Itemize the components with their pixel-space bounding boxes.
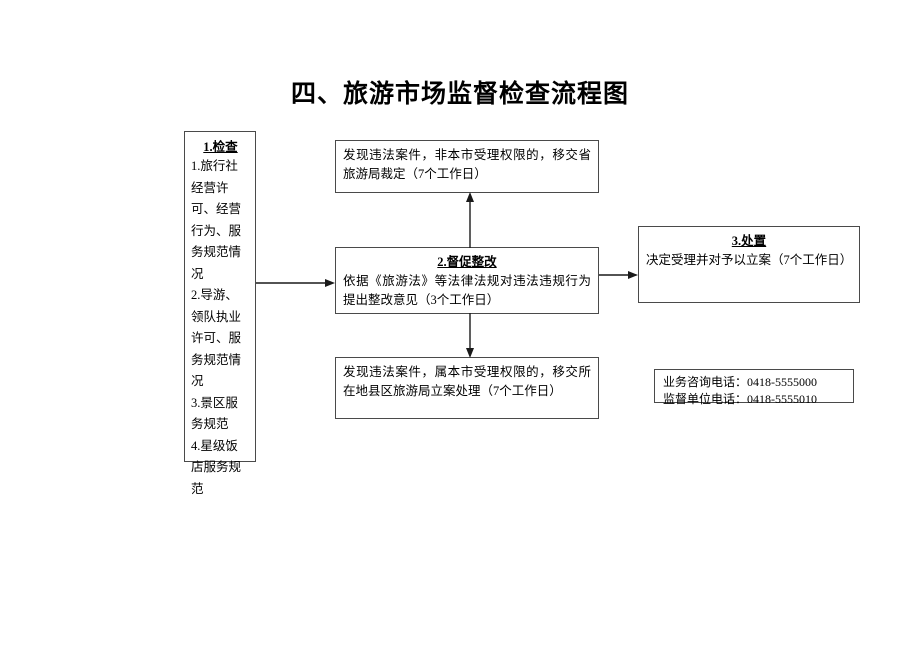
contact-info-box: 业务咨询电话：0418-5555000 监督单位电话：0418-5555010 — [654, 369, 854, 406]
arrow-rectify-to-transfer-province — [461, 192, 479, 248]
flow-box-dispose-heading: 3.处置 — [731, 234, 767, 248]
contact-business-phone: 业务咨询电话：0418-5555000 — [663, 375, 817, 389]
flow-box-transfer-province-content: 发现违法案件，非本市受理权限的，移交省旅游局裁定（7个工作日） — [336, 141, 598, 188]
arrow-inspect-to-rectify — [256, 274, 336, 292]
flow-box-transfer-county-content: 发现违法案件，属本市受理权限的，移交所在地县区旅游局立案处理（7个工作日） — [336, 358, 598, 405]
flow-box-inspect: 1.检查 1.旅行社经营许可、经营行为、服务规范情况 2.导游、领队执业许可、服… — [184, 131, 256, 496]
flow-box-inspect-heading: 1.检查 — [203, 140, 238, 154]
contact-supervision-phone: 监督单位电话：0418-5555010 — [663, 392, 817, 407]
flow-box-dispose: 3.处置 决定受理并对予以立案（7个工作日） — [638, 226, 860, 303]
inspect-list-item-4: 4.星级饭店服务规范 — [191, 438, 242, 496]
contact-info-content: 业务咨询电话：0418-5555000 监督单位电话：0418-5555010 — [655, 370, 853, 412]
inspect-list-item-2: 2.导游、领队执业许可、服务规范情况 — [191, 288, 242, 389]
flow-box-rectify: 2.督促整改 依据《旅游法》等法律法规对违法违规行为提出整改意见（3个工作日） — [335, 247, 599, 314]
flow-box-transfer-county-body: 发现违法案件，属本市受理权限的，移交所在地县区旅游局立案处理（7个工作日） — [343, 365, 591, 398]
page-title: 四、旅游市场监督检查流程图 — [290, 81, 629, 108]
flow-box-transfer-province: 发现违法案件，非本市受理权限的，移交省旅游局裁定（7个工作日） — [335, 140, 599, 193]
flow-box-transfer-province-body: 发现违法案件，非本市受理权限的，移交省旅游局裁定（7个工作日） — [343, 148, 591, 181]
flow-box-rectify-body: 依据《旅游法》等法律法规对违法违规行为提出整改意见（3个工作日） — [343, 274, 591, 307]
flow-box-inspect-content: 1.检查 1.旅行社经营许可、经营行为、服务规范情况 2.导游、领队执业许可、服… — [185, 132, 255, 504]
arrow-rectify-to-transfer-county — [461, 313, 479, 358]
inspect-list-item-3: 3.景区服务规范 — [191, 395, 238, 432]
flow-box-rectify-heading: 2.督促整改 — [437, 255, 497, 269]
flow-box-transfer-county: 发现违法案件，属本市受理权限的，移交所在地县区旅游局立案处理（7个工作日） — [335, 357, 599, 419]
flow-box-rectify-content: 2.督促整改 依据《旅游法》等法律法规对违法违规行为提出整改意见（3个工作日） — [336, 248, 598, 314]
flow-box-dispose-content: 3.处置 决定受理并对予以立案（7个工作日） — [639, 227, 859, 274]
inspect-list-item-1: 1.旅行社经营许可、经营行为、服务规范情况 — [191, 159, 242, 281]
flow-box-dispose-body: 决定受理并对予以立案（7个工作日） — [646, 253, 853, 268]
arrow-rectify-to-dispose — [599, 266, 639, 284]
